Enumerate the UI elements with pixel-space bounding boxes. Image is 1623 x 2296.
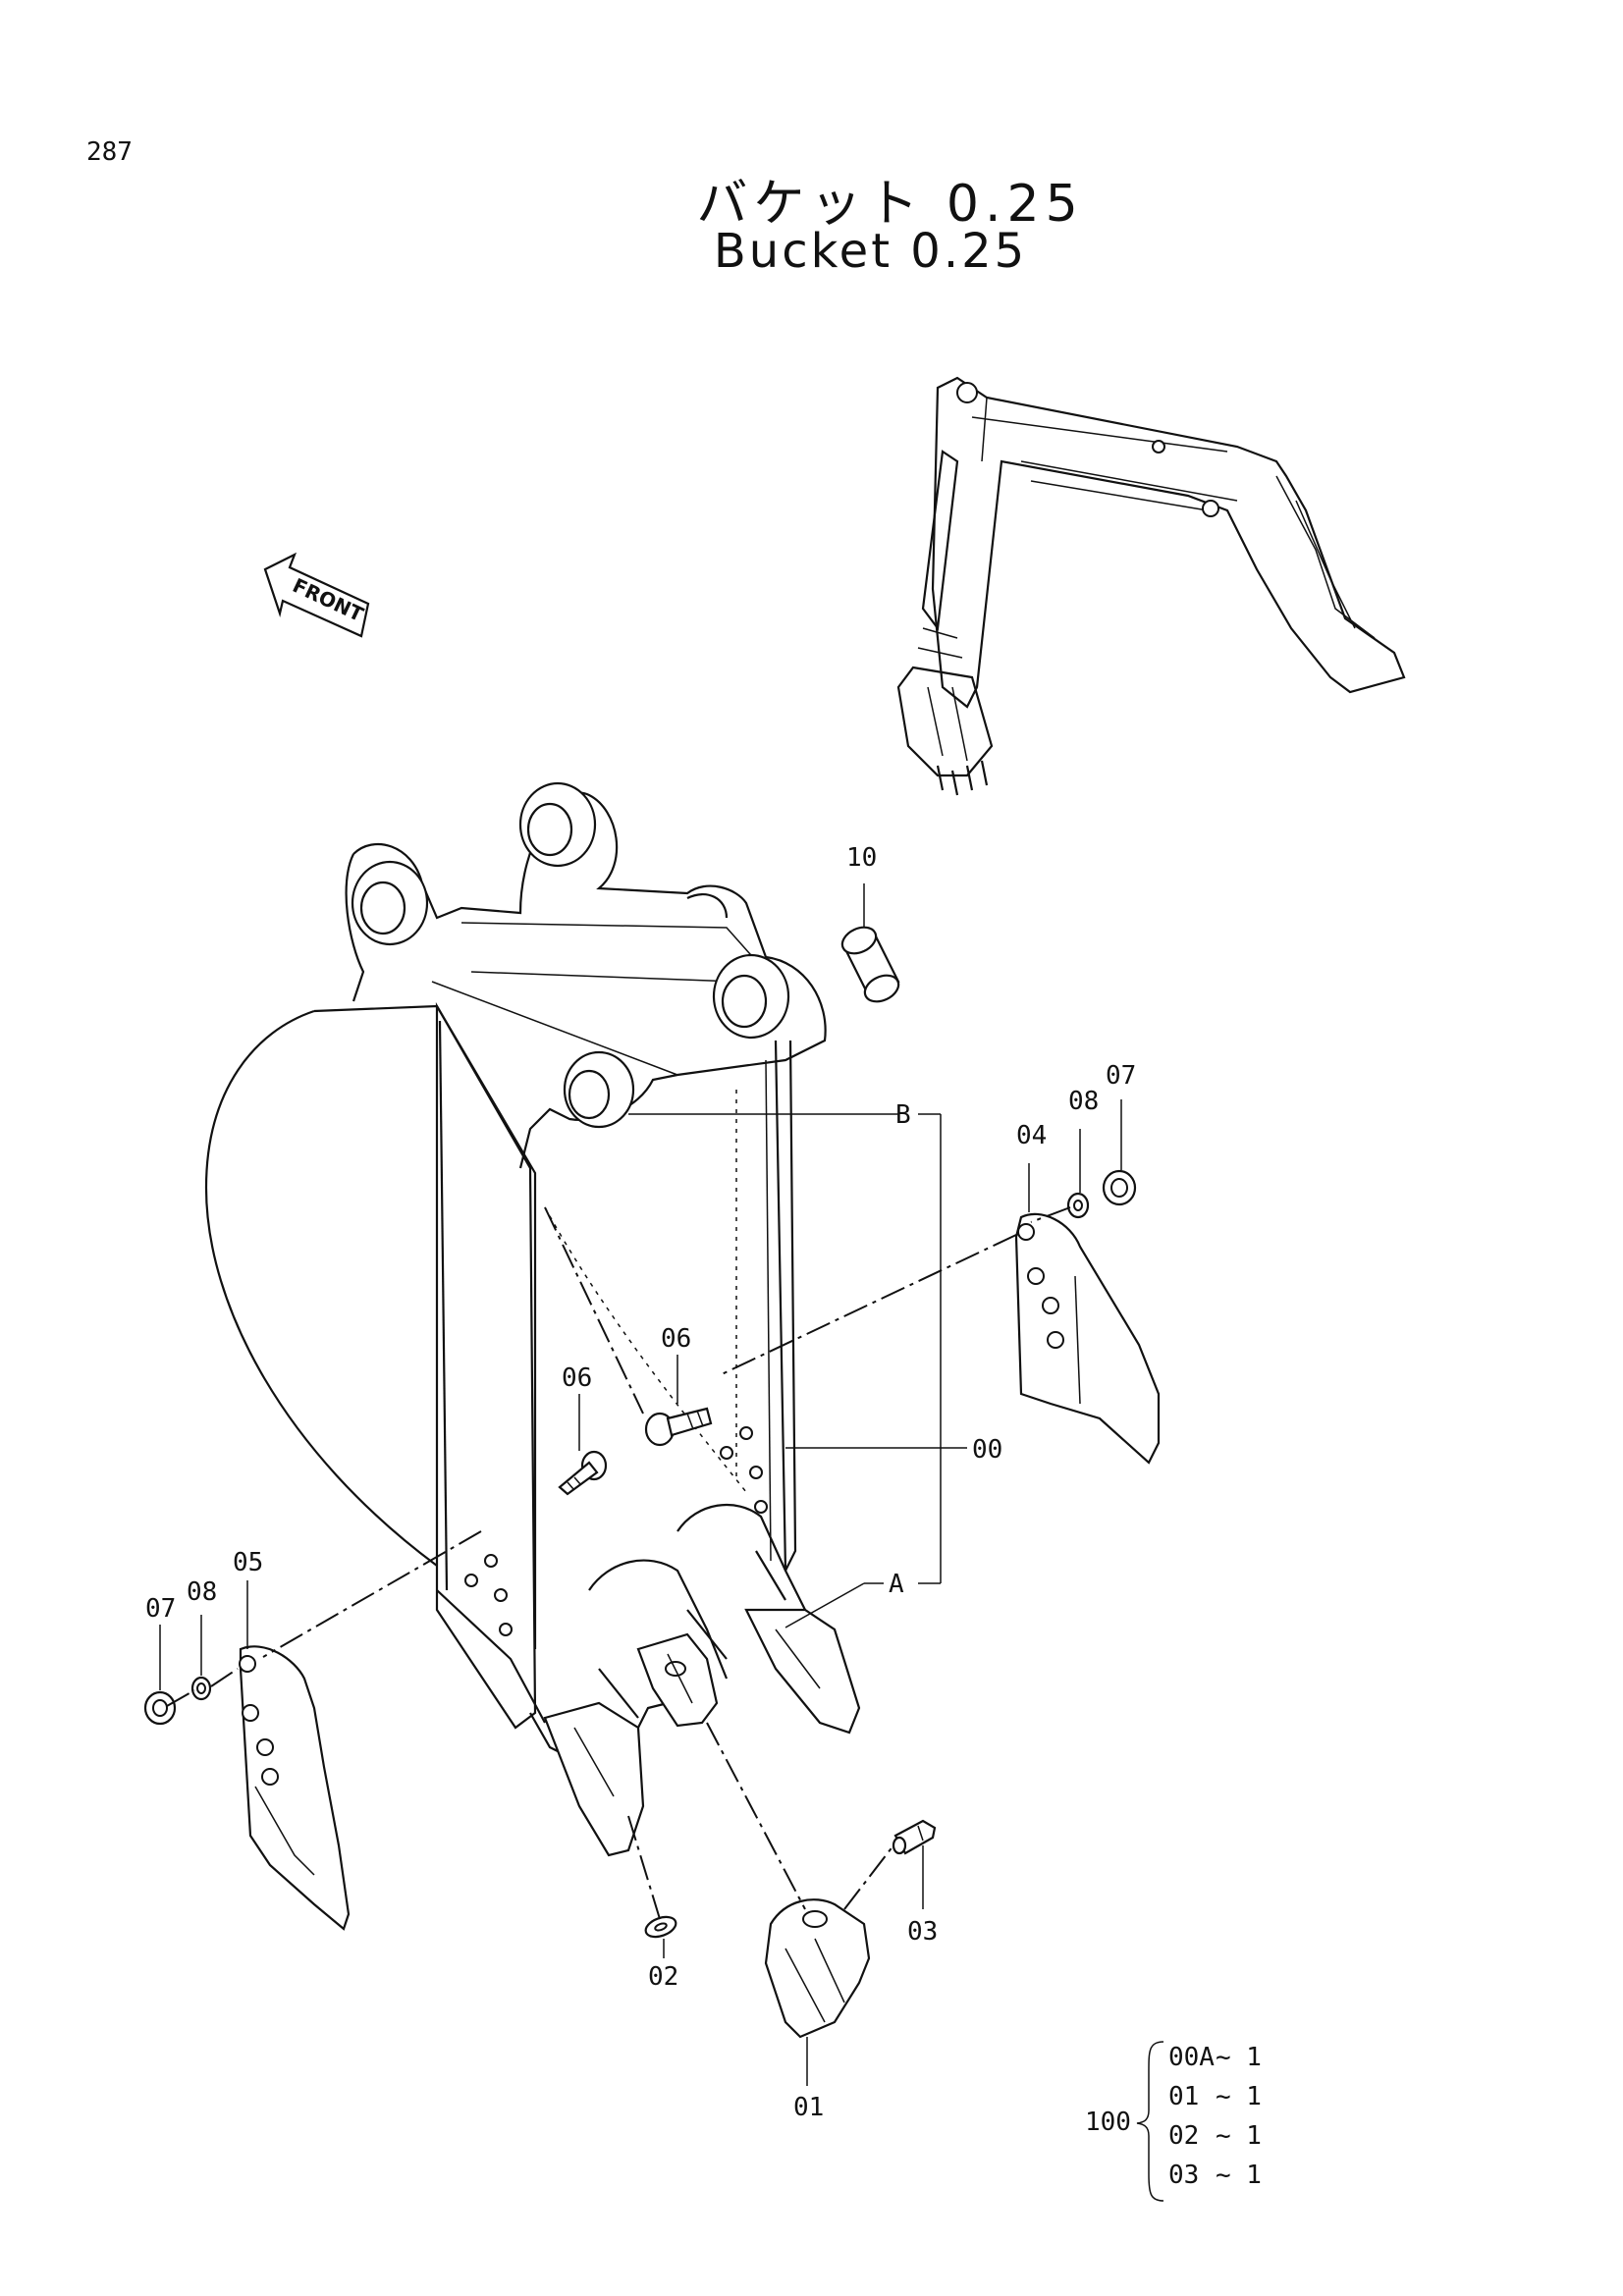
front-label: FRONT <box>289 573 367 626</box>
callout-05: 05 <box>233 1548 263 1577</box>
callout-b: B <box>895 1100 911 1130</box>
bucket-body <box>204 781 827 1769</box>
callout-07-right: 07 <box>1106 1061 1136 1091</box>
callout-06-upper: 06 <box>661 1324 691 1354</box>
assembly-lines <box>166 1206 1071 1920</box>
set-number: 100 <box>1085 2108 1131 2137</box>
title-japanese: バケット 0.25 <box>696 175 1084 234</box>
legend-part-1: 01 <box>1168 2082 1199 2111</box>
callout-07-left: 07 <box>145 1594 176 1624</box>
callout-08-right: 08 <box>1068 1087 1099 1116</box>
part-04-side-cutter-right <box>1014 1163 1161 1465</box>
part-06-bolt-lower <box>558 1394 608 1496</box>
part-07-nut-right <box>1102 1099 1137 1206</box>
part-08-washer-right <box>1066 1129 1090 1219</box>
callout-04: 04 <box>1016 1121 1047 1150</box>
reference-leaders <box>628 1113 967 1629</box>
part-07-nut-left <box>143 1625 177 1726</box>
legend-part-3: 03 <box>1168 2161 1199 2190</box>
part-06-bolt-upper <box>644 1355 713 1447</box>
callout-00: 00 <box>972 1435 1002 1465</box>
front-direction-arrow: FRONT <box>263 552 370 638</box>
excavator-arm-overview <box>896 376 1406 796</box>
legend-part-0: 00A <box>1168 2043 1215 2072</box>
callout-06-lower: 06 <box>562 1363 592 1393</box>
legend-qty-2: ~ 1 <box>1216 2121 1262 2151</box>
part-03-pin <box>892 1819 937 1909</box>
legend-qty-3: ~ 1 <box>1216 2161 1262 2190</box>
callout-01: 01 <box>793 2093 824 2122</box>
part-05-side-cutter-left <box>239 1580 351 1931</box>
bucket-teeth-installed <box>543 1608 861 1857</box>
legend-qty-1: ~ 1 <box>1216 2082 1262 2111</box>
legend-qty-0: ~ 1 <box>1216 2043 1262 2072</box>
set-composition-legend: 100 00A ~ 1 01 ~ 1 02 ~ 1 03 ~ 1 <box>1085 2041 1262 2202</box>
part-02-lock <box>644 1915 677 1958</box>
part-01-tooth <box>764 1898 871 2086</box>
part-08-washer-left <box>190 1615 212 1701</box>
callout-a: A <box>889 1570 904 1599</box>
callout-08-left: 08 <box>187 1577 217 1607</box>
part-10-sleeve <box>840 883 900 1003</box>
legend-part-2: 02 <box>1168 2121 1199 2151</box>
callout-10: 10 <box>846 843 877 873</box>
title-english: Bucket 0.25 <box>713 224 1028 279</box>
page-number: 287 <box>86 137 133 167</box>
callout-03: 03 <box>907 1917 938 1947</box>
callout-02: 02 <box>648 1962 678 1992</box>
